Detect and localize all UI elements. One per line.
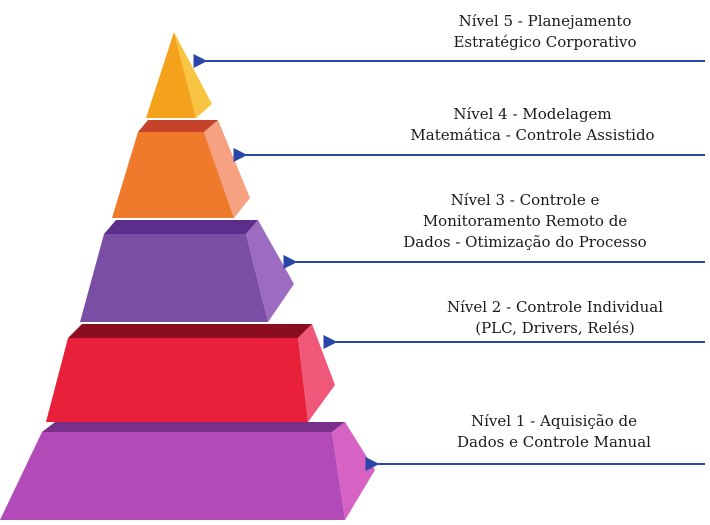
tier-4-top (138, 120, 218, 132)
tier-2-side (298, 324, 335, 422)
label-level-4-line-2: Matemática - Controle Assistido (410, 126, 655, 144)
label-level-3: Nível 3 - Controle e Monitoramento Remot… (345, 190, 705, 253)
label-level-1: Nível 1 - Aquisição de Dados e Controle … (408, 411, 700, 453)
label-level-4: Nível 4 - Modelagem Matemática - Control… (360, 104, 705, 146)
label-level-3-line-1: Nível 3 - Controle e (450, 191, 600, 209)
label-level-5-line-2: Estratégico Corporativo (453, 33, 637, 51)
tier-2-front (46, 338, 308, 422)
tier-5-side (174, 32, 212, 118)
tier-3-front (80, 234, 268, 322)
label-level-1-line-2: Dados e Controle Manual (457, 433, 651, 451)
label-level-2-line-2: (PLC, Drivers, Relés) (475, 319, 635, 337)
pyramid-tier-3 (80, 220, 294, 322)
pyramid-tier-1 (0, 422, 375, 520)
label-level-5-line-1: Nível 5 - Planejamento (458, 12, 632, 30)
tier-2-top (68, 324, 312, 338)
tier-5-front (146, 32, 196, 118)
label-level-4-line-1: Nível 4 - Modelagem (453, 105, 612, 123)
tier-4-side (204, 120, 250, 218)
tier-1-front (0, 432, 345, 520)
tier-3-top (104, 220, 258, 234)
pyramid-tier-5 (146, 32, 212, 118)
label-level-3-line-3: Dados - Otimização do Processo (403, 233, 647, 251)
label-level-2: Nível 2 - Controle Individual (PLC, Driv… (405, 297, 705, 339)
tier-3-side (246, 220, 294, 322)
label-level-5: Nível 5 - Planejamento Estratégico Corpo… (400, 11, 690, 53)
label-level-1-line-1: Nível 1 - Aquisição de (471, 412, 637, 430)
label-level-3-line-2: Monitoramento Remoto de (422, 212, 628, 230)
label-level-2-line-1: Nível 2 - Controle Individual (446, 298, 664, 316)
tier-1-top (42, 422, 345, 432)
pyramid-tier-2 (46, 324, 335, 422)
pyramid-tier-4 (112, 120, 250, 218)
tier-4-front (112, 132, 234, 218)
tier-1-side (332, 422, 375, 520)
